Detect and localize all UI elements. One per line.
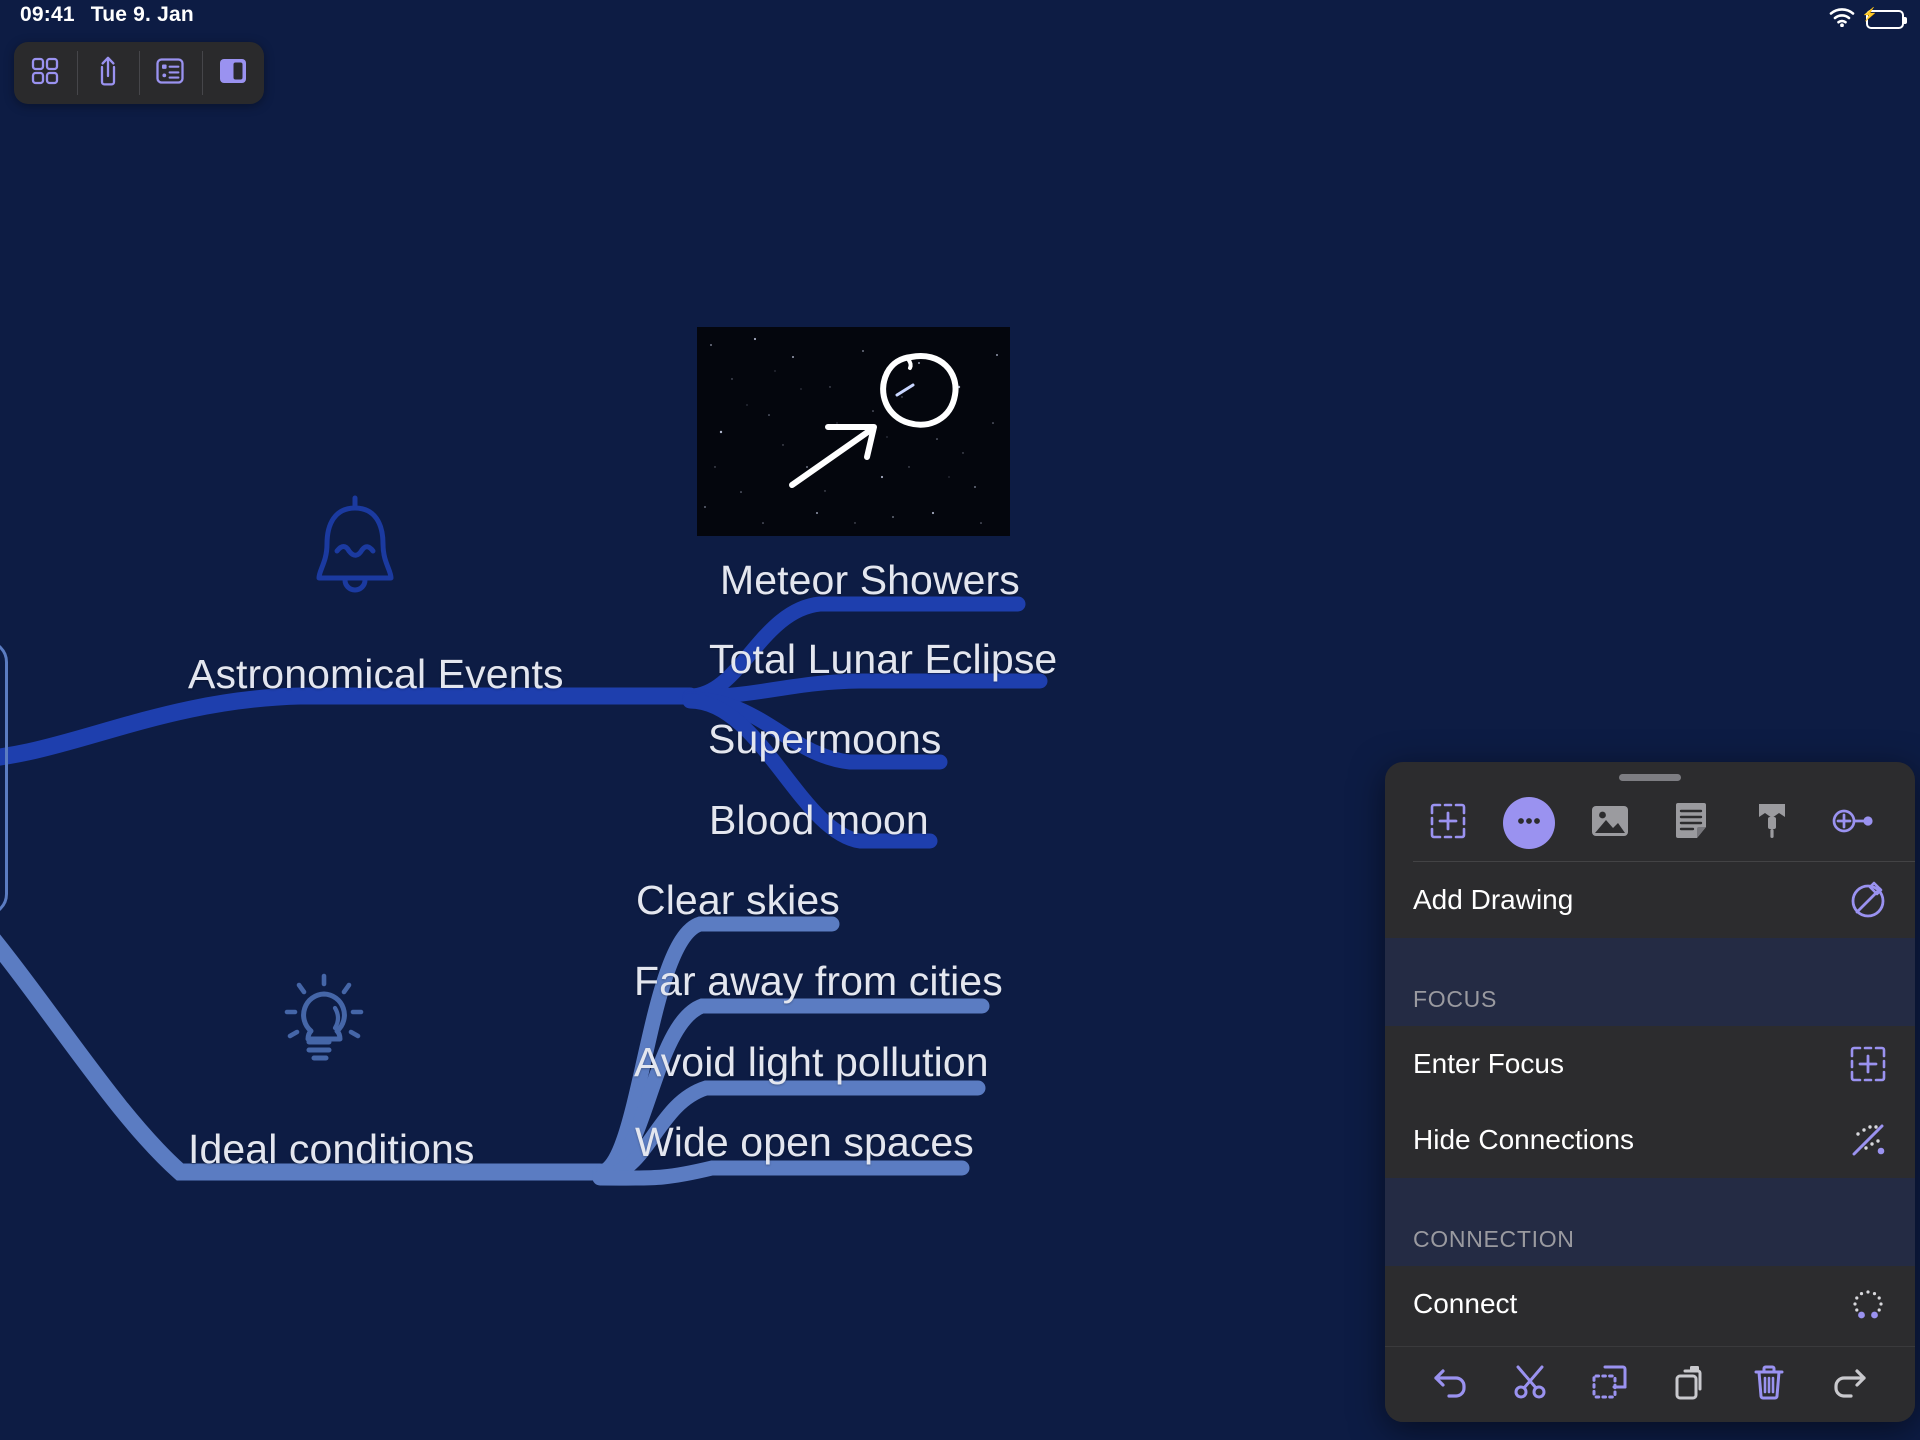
node-clear-skies[interactable]: Clear skies: [636, 877, 840, 923]
focus-crosshair-icon: [1847, 1043, 1889, 1085]
duplicate-icon: [1590, 1363, 1630, 1406]
undo-button[interactable]: [1425, 1359, 1477, 1411]
list-outline-icon: [154, 55, 186, 92]
paintbrush-icon: [1755, 801, 1789, 846]
enter-focus-row[interactable]: Enter Focus: [1385, 1026, 1915, 1102]
connect-label: Connect: [1413, 1288, 1518, 1319]
enter-focus-label: Enter Focus: [1413, 1048, 1564, 1079]
more-tool-button[interactable]: [1502, 797, 1555, 849]
redo-button[interactable]: [1823, 1359, 1875, 1411]
status-bar-left: 09:41 Tue 9. Jan: [20, 3, 194, 27]
panel-divider: [1413, 861, 1915, 862]
copy-icon: [1671, 1363, 1709, 1406]
grid-view-button[interactable]: [14, 42, 77, 104]
panel-tool-strip: [1385, 785, 1915, 861]
node-avoid-light-pollution[interactable]: Avoid light pollution: [634, 1039, 989, 1085]
hide-connections-row[interactable]: Hide Connections: [1385, 1102, 1915, 1178]
note-tool-button[interactable]: [1665, 797, 1717, 849]
status-bar-right: ⚡: [1829, 7, 1907, 32]
drawing-circle-icon: [1847, 879, 1889, 921]
panel-drag-handle[interactable]: [1619, 774, 1681, 781]
node-supermoons[interactable]: Supermoons: [708, 716, 942, 762]
outline-button[interactable]: [139, 42, 202, 104]
status-date: Tue 9. Jan: [90, 3, 194, 26]
connection-tool-button[interactable]: [1827, 797, 1879, 849]
context-menu-panel: Add Drawing FOCUS Enter Focus Hide Conne…: [1385, 762, 1915, 1422]
node-meteor-showers[interactable]: Meteor Showers: [720, 557, 1020, 603]
image-tool-button[interactable]: [1584, 797, 1636, 849]
add-drawing-label: Add Drawing: [1413, 884, 1574, 915]
trash-icon: [1751, 1363, 1787, 1406]
node-ideal-conditions[interactable]: Ideal conditions: [188, 1126, 475, 1172]
status-bar: 09:41 Tue 9. Jan ⚡: [0, 0, 1920, 36]
share-icon: [92, 54, 124, 93]
connect-node-icon: [1831, 805, 1875, 842]
duplicate-button[interactable]: [1584, 1359, 1636, 1411]
sidebar-button[interactable]: [201, 42, 265, 104]
focus-crosshair-icon: [1428, 801, 1468, 846]
connection-section-title: CONNECTION: [1413, 1226, 1575, 1252]
image-icon: [1590, 803, 1630, 844]
hide-connections-label: Hide Connections: [1413, 1124, 1635, 1155]
status-time: 09:41: [20, 3, 75, 26]
redo-icon: [1829, 1364, 1869, 1405]
hide-connections-icon: [1847, 1119, 1889, 1161]
copy-button[interactable]: [1664, 1359, 1716, 1411]
connection-section-header: CONNECTION: [1385, 1178, 1915, 1266]
node-far-away-from-cities[interactable]: Far away from cities: [634, 958, 1003, 1004]
focus-section-header: FOCUS: [1385, 938, 1915, 1026]
node-wide-open-spaces[interactable]: Wide open spaces: [635, 1119, 974, 1165]
scissors-icon: [1511, 1363, 1549, 1406]
grid-icon: [29, 55, 61, 92]
wifi-icon: [1829, 7, 1855, 32]
note-icon: [1673, 801, 1709, 846]
cut-button[interactable]: [1504, 1359, 1556, 1411]
add-drawing-row[interactable]: Add Drawing: [1385, 862, 1915, 938]
share-button[interactable]: [76, 42, 140, 104]
node-astronomical-events[interactable]: Astronomical Events: [188, 651, 564, 697]
delete-button[interactable]: [1743, 1359, 1795, 1411]
ellipsis-circle-icon: [1509, 801, 1549, 846]
focus-section-title: FOCUS: [1413, 986, 1497, 1012]
central-node[interactable]: [0, 640, 8, 916]
node-total-lunar-eclipse[interactable]: Total Lunar Eclipse: [709, 636, 1058, 682]
node-blood-moon[interactable]: Blood moon: [709, 797, 929, 843]
sidebar-icon: [217, 56, 249, 91]
top-toolbar: [14, 42, 264, 104]
connect-dotted-icon: [1847, 1283, 1889, 1325]
focus-tool-button[interactable]: [1422, 797, 1474, 849]
lightbulb-icon: [274, 968, 374, 1077]
battery-charging-icon: ⚡: [1862, 8, 1907, 29]
meteor-shower-photo[interactable]: [697, 327, 1010, 536]
undo-icon: [1431, 1364, 1471, 1405]
connect-row[interactable]: Connect: [1385, 1266, 1915, 1342]
bell-icon: [307, 492, 403, 607]
panel-action-toolbar: [1385, 1346, 1915, 1422]
style-tool-button[interactable]: [1746, 797, 1798, 849]
